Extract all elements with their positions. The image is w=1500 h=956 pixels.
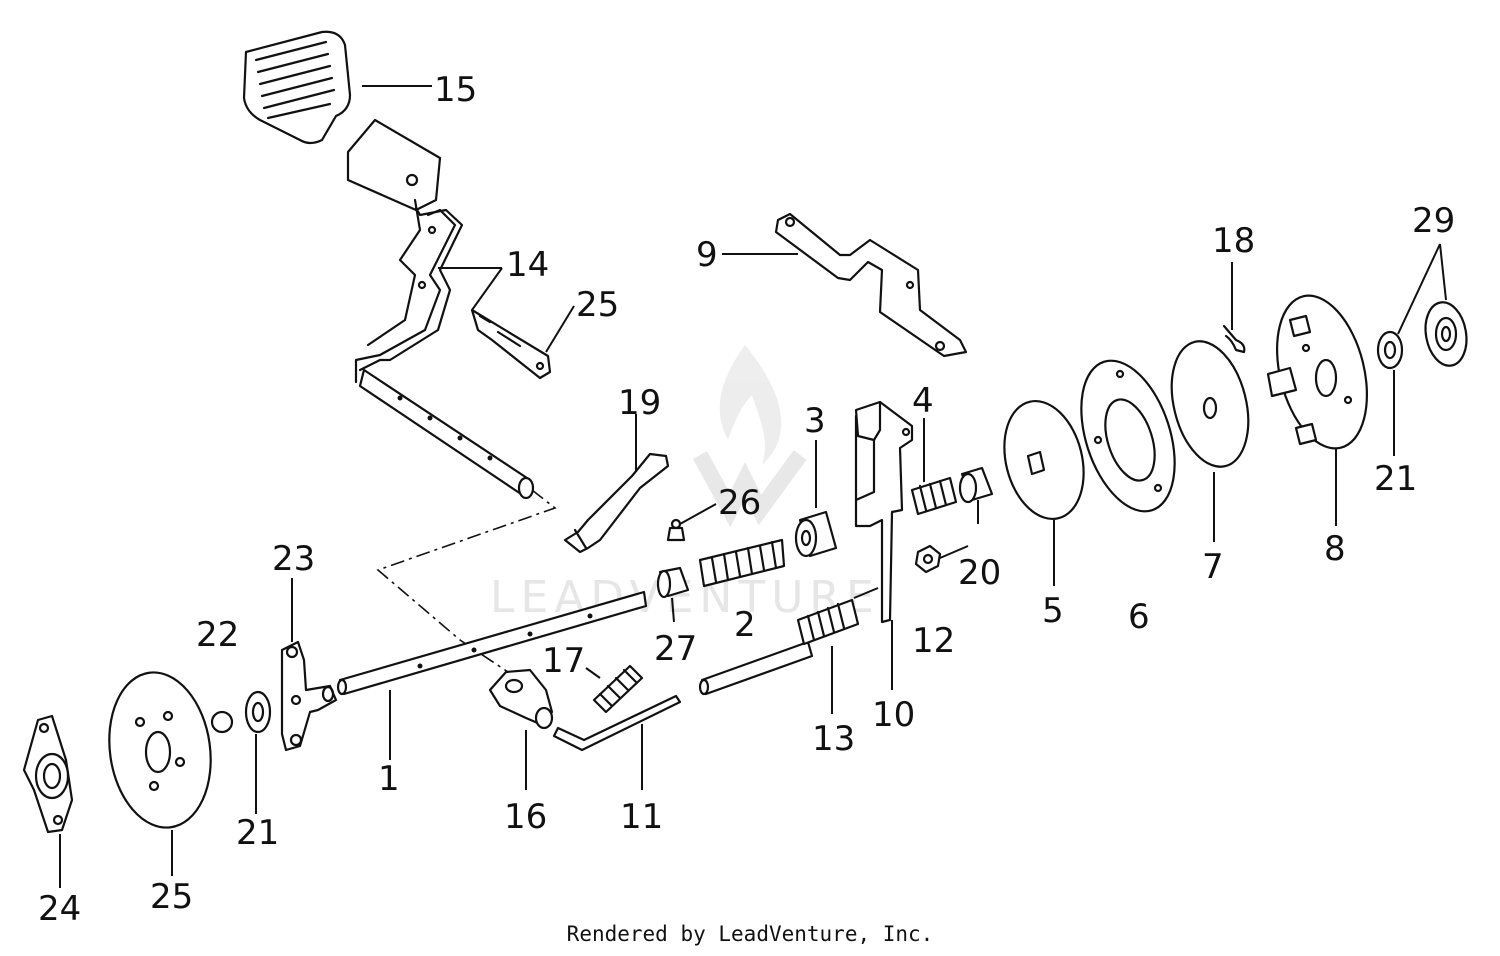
callout-20: 20: [958, 553, 1001, 593]
callout-14: 14: [506, 245, 549, 285]
leader-lines: [59, 85, 1447, 888]
callout-3: 3: [804, 401, 826, 441]
callout-19: 19: [618, 383, 661, 423]
part-26-bracket: [470, 308, 552, 380]
part-2-spring: [698, 538, 786, 588]
part-23-arm: [280, 640, 338, 752]
callout-1: 1: [378, 759, 400, 799]
part-7-disc: [1170, 340, 1250, 468]
part-21-bearing-left: [244, 690, 272, 734]
part-27-grease-fitting: [666, 518, 686, 542]
part-25-wheel: [108, 671, 212, 829]
callout-26: 25: [576, 285, 619, 325]
part-8-hub: [1266, 294, 1369, 450]
part-18-clip: [1222, 324, 1246, 354]
part-11-rod: [552, 694, 682, 752]
assembly-dash-line: [376, 489, 557, 681]
part-13-rod-spring: [698, 598, 860, 696]
callout-6: 6: [1128, 597, 1150, 637]
callouts: 15 14 25 9 19 26 3 4 20 12 5 6 18 7 8 29…: [38, 70, 1455, 929]
callout-18: 18: [1212, 221, 1255, 261]
part-14-pedal-arm: [346, 118, 535, 500]
part-28-bushing: [656, 566, 690, 599]
part-6-ring-plate: [1080, 359, 1176, 513]
callout-9: 9: [696, 235, 718, 275]
part-21-bearing-right: [1376, 330, 1404, 370]
callout-4: 4: [912, 381, 934, 421]
callout-12: 12: [912, 621, 955, 661]
callout-8: 8: [1324, 529, 1346, 569]
part-29-seal: [1424, 301, 1468, 367]
callout-22: 22: [196, 615, 239, 655]
footer-credit: Rendered by LeadVenture, Inc.: [566, 922, 934, 946]
callout-7: 7: [1202, 547, 1224, 587]
callout-17: 17: [542, 641, 585, 681]
part-10-bracket-arm: [854, 400, 914, 624]
callout-11: 11: [620, 797, 663, 837]
part-4-spring: [910, 476, 958, 516]
callout-27: 26: [718, 483, 761, 523]
callout-21-right: 21: [1374, 459, 1417, 499]
callout-16: 16: [504, 797, 547, 837]
part-15-pedal-pad: [242, 30, 352, 145]
part-24-flange: [22, 714, 74, 834]
callout-10: 10: [872, 695, 915, 735]
part-5-disc: [1003, 399, 1085, 521]
part-16-pivot-bracket: [488, 668, 554, 730]
part-20-bushing: [958, 466, 994, 504]
callout-5: 5: [1042, 591, 1064, 631]
part-19-lever: [563, 452, 670, 554]
callout-25: 25: [150, 877, 193, 917]
callout-21-left: 21: [236, 813, 279, 853]
part-9-bracket-bar: [774, 212, 968, 358]
callout-28: 27: [654, 629, 697, 669]
callout-23: 23: [272, 539, 315, 579]
callout-15: 15: [434, 70, 477, 110]
callout-2: 2: [734, 605, 756, 645]
callout-29: 29: [1412, 201, 1455, 241]
callout-24: 24: [38, 889, 81, 929]
part-17-spring: [592, 664, 644, 714]
part-1-shaft: [336, 590, 648, 696]
callout-13: 13: [812, 719, 855, 759]
part-3-bushing: [794, 510, 838, 558]
part-12-nut: [914, 544, 942, 574]
part-22-ball: [210, 710, 234, 734]
